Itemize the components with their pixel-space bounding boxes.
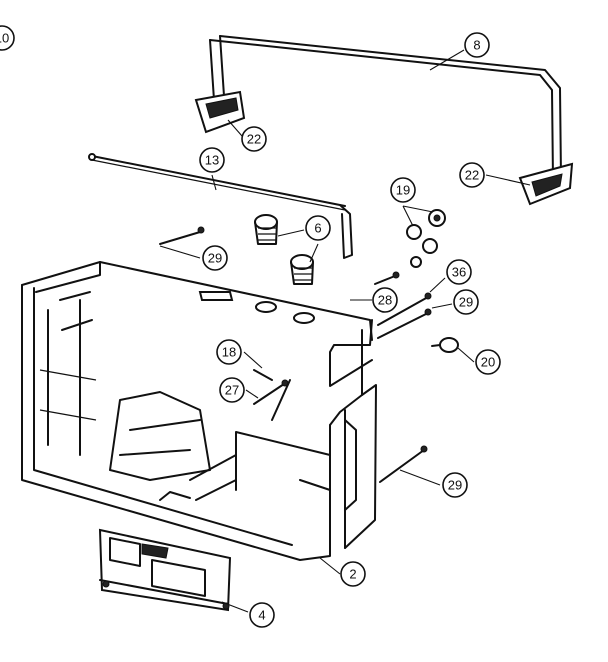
callout-label: 28	[378, 293, 392, 308]
knob-parts	[254, 214, 314, 285]
callout-circle	[475, 349, 501, 375]
callout-label: 27	[225, 383, 239, 398]
callout-c22a: 22	[241, 126, 267, 152]
callout-circle	[390, 177, 416, 203]
callout-circle	[0, 25, 15, 51]
antenna-part	[88, 153, 353, 259]
callout-label: 20	[481, 355, 495, 370]
leader-lines	[159, 49, 531, 613]
callout-label: 4	[258, 608, 265, 623]
callout-circle	[249, 602, 275, 628]
callout-circle	[446, 259, 472, 285]
callout-label: 8	[473, 38, 480, 53]
callout-c29b: 29	[453, 289, 479, 315]
callout-c29c: 29	[442, 472, 468, 498]
callout-circle	[199, 147, 225, 173]
callout-c13: 13	[199, 147, 225, 173]
callout-circle	[459, 162, 485, 188]
callout-c28: 28	[372, 287, 398, 313]
callout-label: 29	[459, 295, 473, 310]
callout-c20: 20	[475, 349, 501, 375]
callout-label: 29	[208, 251, 222, 266]
callout-circle	[340, 561, 366, 587]
part-19	[406, 209, 446, 268]
callout-circle	[202, 245, 228, 271]
chassis-part	[21, 261, 377, 561]
callout-c10: 10	[0, 25, 15, 51]
callout-c22b: 22	[459, 162, 485, 188]
callout-c19: 19	[390, 177, 416, 203]
battery-door-part	[98, 528, 232, 612]
callout-label: 22	[465, 168, 479, 183]
callout-label: 18	[222, 345, 236, 360]
callout-label: 10	[0, 31, 9, 46]
handle-part	[194, 35, 574, 206]
callout-c2: 2	[340, 561, 366, 587]
callout-circle	[305, 215, 331, 241]
callout-c29a: 29	[202, 245, 228, 271]
callout-labels: 10 8 22 13 22 19 6 29 36 28 29 18 20 27 29 2 4	[0, 25, 501, 628]
callout-circle	[442, 472, 468, 498]
screw-parts	[159, 226, 459, 483]
callout-c36: 36	[446, 259, 472, 285]
callout-label: 6	[314, 221, 321, 236]
callout-label: 13	[205, 153, 219, 168]
callout-label: 36	[452, 265, 466, 280]
callout-circle	[219, 377, 245, 403]
callout-circle	[216, 339, 242, 365]
callout-label: 29	[448, 478, 462, 493]
callout-c27: 27	[219, 377, 245, 403]
callout-circle	[241, 126, 267, 152]
callout-c4: 4	[249, 602, 275, 628]
callout-c18: 18	[216, 339, 242, 365]
callout-circle	[372, 287, 398, 313]
callout-circle	[453, 289, 479, 315]
callout-label: 2	[349, 567, 356, 582]
callout-label: 19	[396, 183, 410, 198]
callout-label: 22	[247, 132, 261, 147]
callout-c6: 6	[305, 215, 331, 241]
callout-c8: 8	[464, 32, 490, 58]
callout-circle	[464, 32, 490, 58]
